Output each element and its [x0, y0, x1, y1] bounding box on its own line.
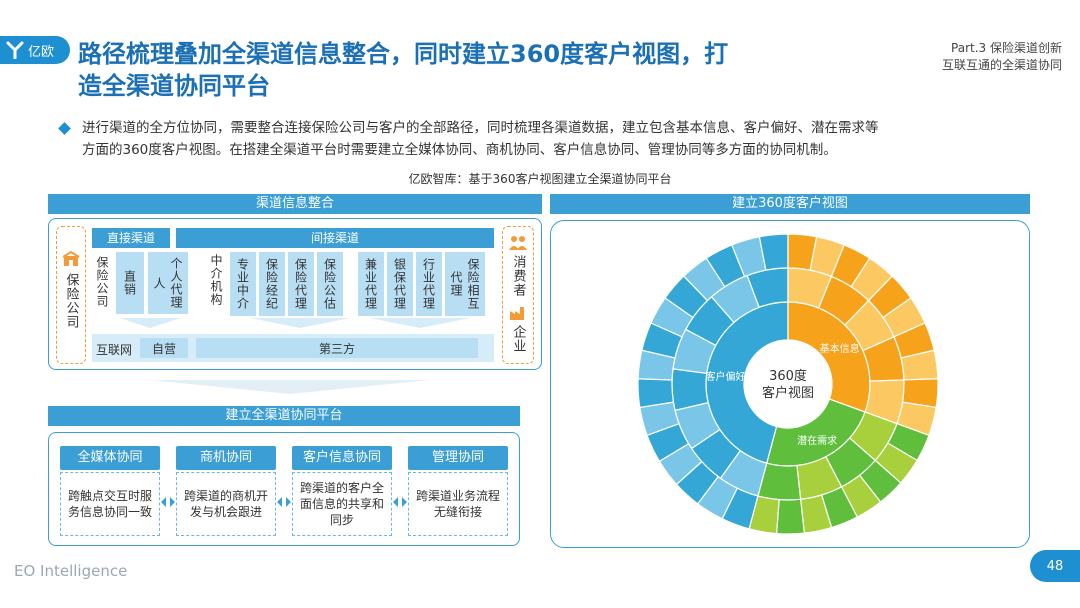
insurer-label: 保险公司: [63, 273, 79, 329]
people-icon: [509, 236, 527, 250]
page-number-tab: 48: [1030, 550, 1080, 582]
intermediary-label: 中介机构: [209, 254, 223, 306]
logo: 亿欧: [0, 36, 70, 64]
sunburst-center: [744, 340, 832, 428]
consumer-box: 消费者 企业: [502, 226, 534, 364]
footer-brand: EO Intelligence: [14, 562, 128, 580]
self-operated-cell: 自营: [140, 338, 188, 358]
enterprise-label: 企业: [510, 325, 526, 353]
title-line-1: 路径梳理叠加全渠道信息整合，同时建立360度客户视图，打: [78, 40, 729, 68]
card-head-management: 管理协同: [408, 446, 508, 470]
logo-y-icon: [6, 41, 24, 59]
sunburst-segment-label: 客户偏好: [706, 370, 746, 383]
chevron-down-icon: [120, 318, 180, 328]
platform-title-bar: 建立全渠道协同平台: [48, 406, 520, 426]
sunburst-middle-segment: [671, 368, 709, 412]
double-arrow-icon: [277, 497, 291, 507]
sunburst-center-label: 360度 客户视图: [748, 368, 828, 402]
building-icon: [62, 251, 80, 266]
indirect-item-professional: 专业中介: [230, 252, 256, 316]
indirect-item-bancassurance: 银保代理: [387, 252, 413, 316]
bullet-line-1: 进行渠道的全方位协同，需要整合连接保险公司与客户的全部路径，同时梳理各渠道数据，…: [82, 120, 879, 136]
direct-item-direct-sales: 直销: [116, 252, 144, 314]
double-arrow-icon: [393, 497, 407, 507]
card-head-customer-info: 客户信息协同: [292, 446, 392, 470]
part-label: Part.3 保险渠道创新 互联互通的全渠道协同: [942, 40, 1062, 74]
double-arrow-icon: [161, 497, 175, 507]
bullet-diamond-icon: [58, 122, 71, 135]
page-number: 48: [1046, 558, 1064, 574]
center-line-1: 360度: [769, 369, 807, 384]
indirect-item-agency: 保险代理: [288, 252, 314, 316]
sunburst-outer-segment: [637, 378, 675, 409]
chevron-down-icon: [250, 318, 350, 328]
integration-title-bar: 渠道信息整合: [48, 194, 542, 214]
sunburst-segment-label: 潜在需求: [797, 434, 837, 447]
insurer-box: 保险公司: [56, 226, 86, 364]
sunburst-segment-label: 基本信息: [820, 342, 860, 355]
view360-title-bar: 建立360度客户视图: [550, 194, 1030, 214]
sunburst-outer-segment: [748, 495, 780, 535]
card-head-omnimedia: 全媒体协同: [60, 446, 160, 470]
card-body-opportunity: 跨渠道的商机开发与机会跟进: [176, 472, 276, 536]
figure-caption: 亿欧智库：基于360客户视图建立全渠道协同平台: [408, 172, 672, 186]
indirect-item-mutual: 保险相互代理: [445, 252, 485, 316]
card-body-omnimedia: 跨触点交互时服务信息协同一致: [60, 472, 160, 536]
view360-panel: [550, 220, 1030, 548]
sunburst-outer-segment: [775, 498, 805, 535]
integration-panel: [48, 218, 542, 370]
page-title: 路径梳理叠加全渠道信息整合，同时建立360度客户视图，打 造全渠道协同平台: [78, 38, 818, 102]
bullet-line-2: 方面的360度客户视图。在搭建全渠道平台时需要建立全媒体协同、商机协同、客户信息…: [82, 142, 837, 158]
direct-channel-bar: 直接渠道: [92, 228, 170, 248]
part-line-1: Part.3 保险渠道创新: [951, 41, 1062, 55]
title-line-2: 造全渠道协同平台: [78, 72, 270, 100]
indirect-item-assessor: 保险公估: [317, 252, 343, 316]
indirect-item-part-time: 兼业代理: [358, 252, 384, 316]
bullet-text: 进行渠道的全方位协同，需要整合连接保险公司与客户的全部路径，同时梳理各渠道数据，…: [82, 117, 1042, 161]
card-head-opportunity: 商机协同: [176, 446, 276, 470]
card-body-management: 跨渠道业务流程无缝衔接: [408, 472, 508, 536]
card-body-customer-info: 跨渠道的客户全面信息的共享和同步: [292, 472, 392, 536]
consumer-label: 消费者: [510, 255, 526, 297]
indirect-item-industry: 行业代理: [416, 252, 442, 316]
internet-label: 互联网: [96, 343, 133, 357]
platform-panel: [48, 432, 520, 546]
indirect-item-broker: 保险经纪: [259, 252, 285, 316]
chevron-down-icon: [370, 318, 470, 328]
third-party-cell: 第三方: [196, 338, 478, 358]
direct-item-insurer: 保险公司: [95, 256, 109, 308]
logo-text: 亿欧: [28, 44, 55, 60]
chevron-down-icon: [150, 380, 430, 394]
center-line-2: 客户视图: [761, 386, 814, 401]
factory-icon: [510, 307, 524, 320]
indirect-channel-bar: 间接渠道: [176, 228, 494, 248]
part-line-2: 互联互通的全渠道协同: [941, 58, 1062, 72]
direct-item-agent: 个人代理人: [148, 252, 188, 314]
